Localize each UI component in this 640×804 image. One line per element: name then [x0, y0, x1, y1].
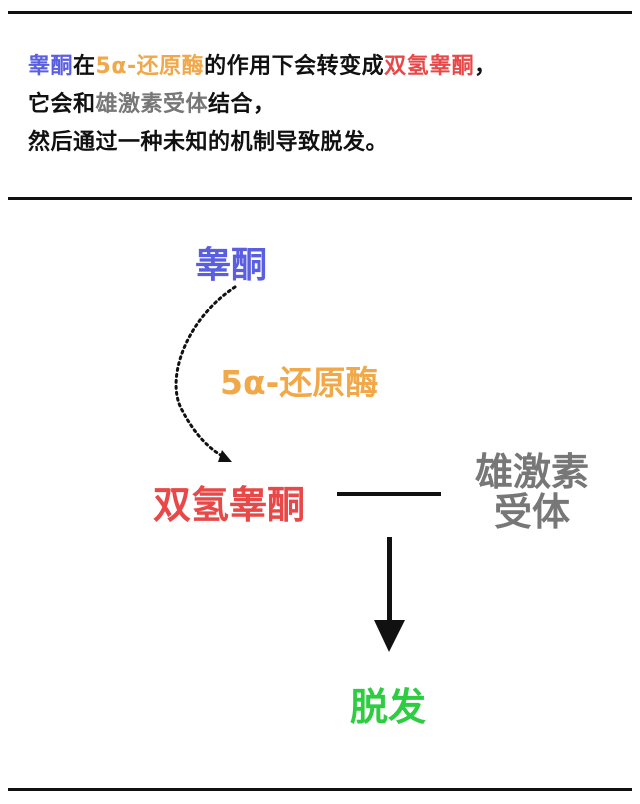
term-receptor: 雄激素受体 [95, 92, 209, 117]
text: 结合， [208, 92, 276, 117]
result-arrowhead [374, 620, 405, 652]
text: 它会和 [28, 92, 96, 117]
receptor-line-1: 雄激素 [475, 450, 590, 494]
conversion-arrowhead [218, 450, 232, 462]
intro-line-2: 它会和雄激素受体结合， [28, 86, 497, 124]
term-dht: 双氢睾酮 [384, 54, 475, 79]
node-receptor: 雄激素 受体 [475, 452, 589, 532]
intro-line-3: 然后通过一种未知的机制导致脱发。 [28, 130, 389, 155]
conversion-dotted-arrow [174, 285, 237, 460]
top-divider [8, 11, 632, 14]
node-hair-loss: 脱发 [350, 685, 427, 729]
bottom-divider [8, 788, 632, 791]
binding-line [337, 492, 441, 496]
text: 的作用下会转变成 [204, 54, 385, 79]
intro-paragraph: 睾酮在5α-还原酶的作用下会转变成双氢睾酮， 它会和雄激素受体结合， 然后通过一… [28, 48, 497, 162]
text: ， [474, 54, 497, 79]
term-testosterone: 睾酮 [28, 54, 74, 79]
result-arrow-shaft [387, 537, 392, 627]
node-dht: 双氢睾酮 [153, 483, 306, 527]
text: 在 [73, 54, 96, 79]
intro-line-1: 睾酮在5α-还原酶的作用下会转变成双氢睾酮， [28, 48, 497, 86]
label-enzyme: 5α-还原酶 [220, 363, 379, 402]
term-enzyme: 5α-还原酶 [95, 54, 205, 79]
receptor-line-2: 受体 [494, 490, 571, 534]
node-testosterone: 睾酮 [195, 245, 268, 286]
middle-divider [8, 197, 632, 200]
